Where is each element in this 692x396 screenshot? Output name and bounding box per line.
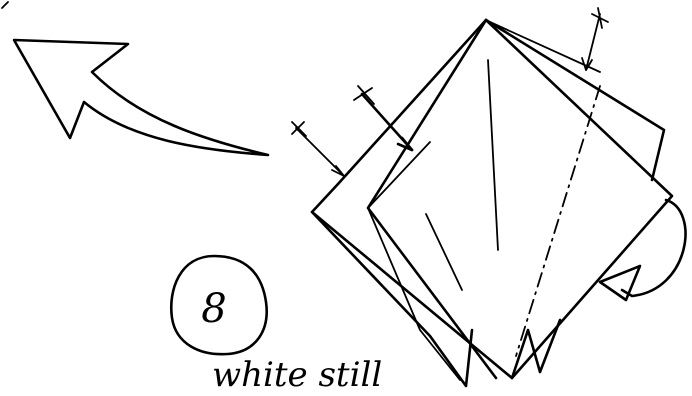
- valley-fold-line: [516, 86, 600, 356]
- caption-text: white still: [212, 355, 382, 395]
- step-number: 8: [201, 286, 226, 332]
- front-diamond: [368, 20, 496, 378]
- side-flap-curve: [622, 200, 685, 296]
- center-crease: [488, 60, 498, 250]
- unfold-arrow: [14, 40, 268, 155]
- pinch-arrow-middle: [354, 86, 412, 150]
- outer-diamond: [312, 20, 672, 378]
- pinch-arrow-left: [292, 122, 344, 176]
- pinch-arrow-right: [582, 8, 608, 70]
- left-inner-edge: [368, 142, 430, 208]
- stray-pen-mark: [2, 2, 8, 8]
- left-sheet-edge: [338, 20, 486, 184]
- left-crease: [426, 214, 462, 290]
